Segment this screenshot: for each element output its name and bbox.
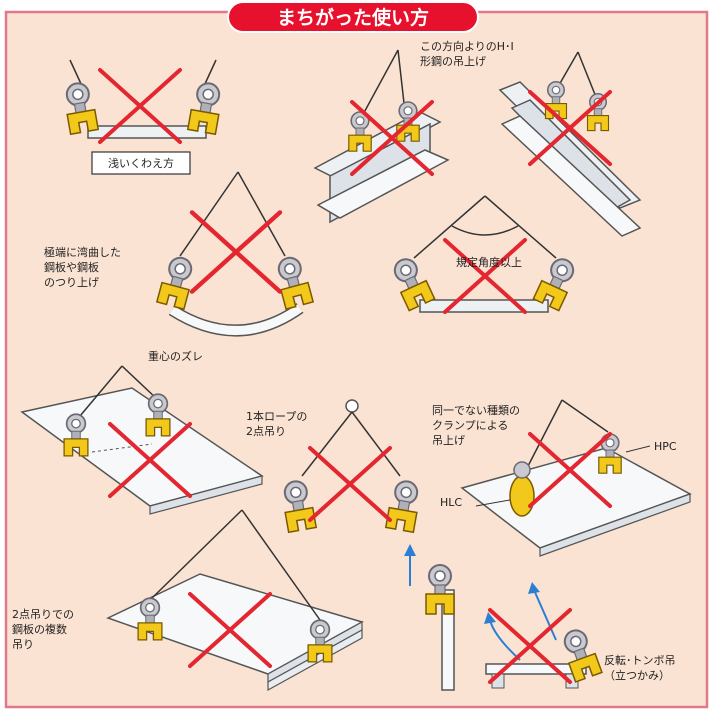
scene-label-line: 浅いくわえ方	[108, 156, 174, 170]
scene-label-line: のつり上げ	[44, 276, 99, 289]
sling-rope	[203, 59, 217, 87]
curved-plate	[169, 304, 303, 335]
sling-rope	[79, 365, 123, 417]
sling-rope	[413, 195, 486, 259]
hlc-label: HLC	[440, 496, 462, 509]
sling-rope	[351, 411, 401, 477]
scene-label-mixed-clamps: 同一でない種類のクランプによる吊上げ	[432, 403, 520, 447]
scene-center-of-gravity: 重心のズレ	[20, 349, 264, 515]
scene-label-line: この方向よりのH･I	[420, 39, 514, 53]
sling-rope	[525, 399, 563, 471]
sling-rope	[359, 49, 399, 121]
cg-line	[91, 443, 153, 453]
scene-single-rope: 1本ロープの 2点吊り	[246, 399, 423, 534]
scene-multiple-plates: 2点吊りでの鋼板の複数吊り	[12, 509, 364, 692]
angle-arc	[451, 225, 519, 236]
scene-label-line: 極端に湾曲した	[44, 245, 121, 259]
scene-label-shallow-grip: 浅いくわえ方	[108, 156, 174, 170]
sling-rope	[149, 509, 243, 601]
hook-ring	[345, 399, 359, 413]
scene-label-single-rope: 1本ロープの 2点吊り	[246, 409, 307, 438]
steel-plate-vertical	[441, 589, 455, 691]
scene-label-line: 反転･トンボ吊	[604, 654, 676, 667]
lift-arrow	[533, 589, 557, 641]
sling-rope	[301, 411, 353, 477]
scene-label-multiple-plates: 2点吊りでの鋼板の複数吊り	[12, 608, 74, 651]
scene-label-line: 重心のズレ	[148, 349, 203, 363]
scene-label-line: 形鋼の吊上げ	[420, 54, 486, 68]
sling-rope	[121, 365, 159, 401]
sling-rope	[561, 399, 609, 433]
callout-line	[475, 499, 511, 507]
scene-curved-plate: 極端に湾曲した鋼板や鋼板のつり上げ	[44, 171, 315, 337]
scene-label-flip-lift: 反転･トンボ吊（立つかみ）	[604, 654, 676, 682]
scene-label-line: 1本ロープの	[246, 409, 307, 423]
h-beam	[316, 149, 450, 219]
steel-plate	[419, 299, 549, 313]
sling-rope	[397, 49, 406, 113]
scene-label-line: （立つかみ）	[604, 668, 670, 682]
steel-plate	[539, 493, 691, 557]
sling-rope	[69, 59, 83, 87]
scene-label-line: 2点吊り	[246, 425, 286, 438]
scene-label-line: クランプによる	[432, 419, 508, 432]
label-box	[91, 151, 191, 175]
scene-label-line: 吊上げ	[432, 434, 465, 447]
scene-label-line: 吊り	[12, 638, 34, 651]
scene-mixed-clamps: 同一でない種類のクランプによる吊上げ HPC HLC	[432, 399, 692, 557]
lift-arrow-head	[404, 544, 416, 556]
scene-label-center-of-gravity: 重心のズレ	[148, 349, 203, 363]
page-title: まちがった使い方	[277, 6, 429, 29]
sling-rope	[179, 171, 239, 257]
scene-flip-lift: 反転･トンボ吊（立つかみ）	[404, 544, 676, 691]
h-beam	[500, 115, 642, 237]
rotation-arrow-head	[484, 612, 496, 624]
scene-label-line: 同一でない種類の	[432, 403, 520, 417]
scene-label-line: 鋼板や鋼板	[44, 260, 99, 274]
scene-label-angle-exceeded: 規定角度以上	[456, 255, 522, 269]
callout-line	[625, 445, 651, 453]
lift-arrow-head	[528, 582, 540, 594]
scene-label-curved-plate: 極端に湾曲した鋼板や鋼板のつり上げ	[44, 245, 121, 289]
hlc-clamp	[509, 475, 535, 517]
sling-rope	[484, 195, 557, 259]
scene-label-line: 鋼板の複数	[12, 622, 67, 636]
hlc-clamp-ring	[513, 461, 531, 479]
scene-angle-exceeded: 規定角度以上	[387, 195, 581, 314]
scene-label-line: 2点吊りでの	[12, 608, 74, 621]
sling-rope	[241, 509, 321, 621]
steel-plate	[485, 663, 587, 675]
sling-rope	[237, 171, 286, 257]
scene-label-line: 規定角度以上	[456, 255, 522, 269]
title-banner	[227, 1, 479, 33]
steel-plate	[149, 475, 263, 515]
hpc-label: HPC	[654, 440, 677, 453]
scene-shallow-grip: 浅いくわえ方	[61, 59, 225, 175]
